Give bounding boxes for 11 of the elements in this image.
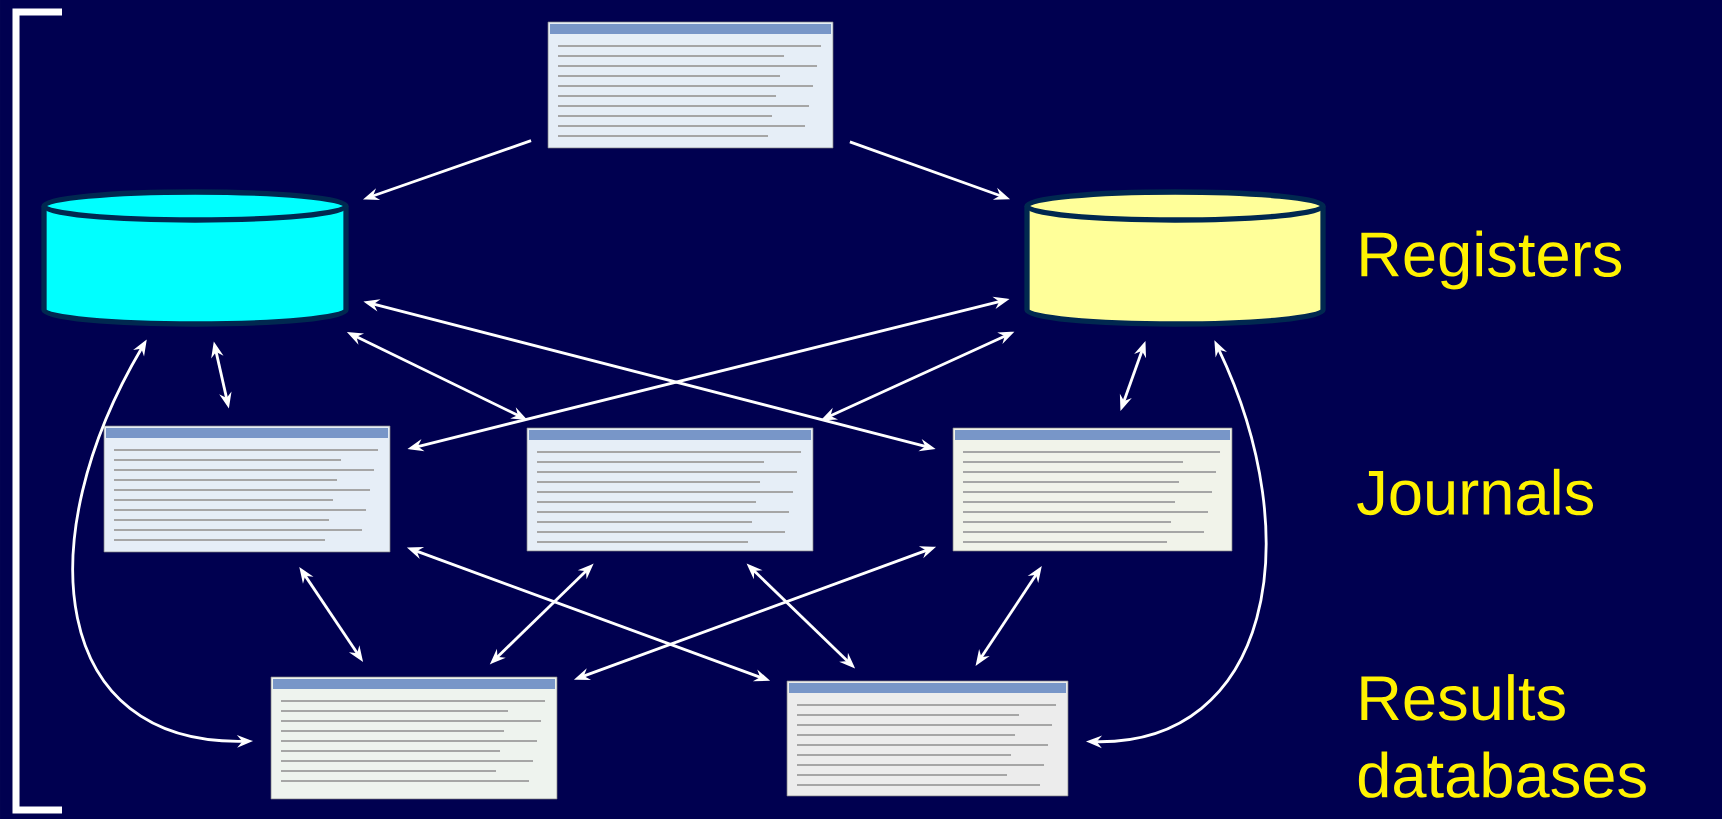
database-cylinder <box>41 189 349 327</box>
webpage-screenshot <box>952 427 1233 552</box>
section-label: Registers <box>1361 230 1622 290</box>
webpage-screenshot <box>547 21 834 149</box>
database-cylinder <box>1024 189 1326 327</box>
webpage-screenshot <box>786 680 1069 797</box>
webpage-screenshot <box>526 427 814 552</box>
section-label: Results databases <box>1358 674 1646 798</box>
webpage-screenshot <box>270 676 558 800</box>
webpage-screenshot <box>103 425 391 553</box>
section-label: Journals <box>1357 468 1593 516</box>
